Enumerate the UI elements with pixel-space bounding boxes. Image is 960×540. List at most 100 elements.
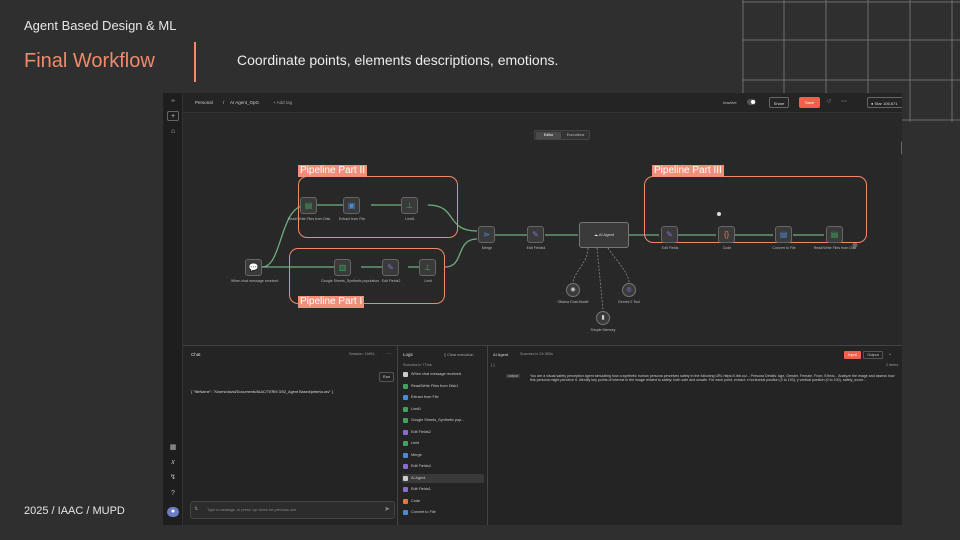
log-node-icon	[403, 510, 408, 515]
star-count: 106,671	[883, 101, 898, 106]
log-item[interactable]: Edit Fields4	[402, 462, 484, 471]
active-toggle[interactable]	[747, 99, 756, 105]
chat-more-icon[interactable]: ⋯	[386, 351, 391, 357]
breadcrumb-owner[interactable]: Personal	[195, 100, 213, 105]
insights-icon[interactable]: ↯	[170, 474, 176, 481]
node-edit-fields4[interactable]: ✎	[527, 226, 544, 243]
log-item-label: Edit Fields1	[411, 487, 431, 491]
node-label-convert: Convert to File	[772, 246, 796, 250]
view-tabs: Editor Executions	[534, 130, 590, 140]
variables-icon[interactable]: 𝑥	[171, 459, 175, 466]
chevron-down-icon[interactable]: ⌄	[888, 351, 893, 357]
star-label: Star	[874, 101, 882, 106]
node-label-read-write-2: Read/Write Files from Disk	[813, 246, 857, 250]
chat-history-icon[interactable]: ⇅	[194, 506, 199, 512]
output-json-icon[interactable]: { }	[491, 363, 495, 367]
node-code[interactable]: {}	[718, 226, 735, 243]
group-pipeline-part-iii	[644, 176, 867, 243]
pencil-icon: ✎	[666, 230, 673, 239]
title-divider	[194, 42, 196, 82]
chat-input[interactable]: ⇅ Type a message, or press 'up' arrow fo…	[190, 501, 395, 519]
node-label-limit: Limit	[424, 279, 432, 283]
tab-executions[interactable]: Executions	[566, 133, 585, 137]
node-ollama-chat-model[interactable]: ◉	[566, 283, 580, 297]
save-button[interactable]: Save	[799, 97, 820, 108]
add-icon[interactable]: +	[167, 111, 179, 121]
node-convert-to-file[interactable]: ▤	[775, 226, 792, 243]
log-item-label: Limit1	[411, 406, 422, 411]
user-avatar[interactable]: ●	[167, 507, 179, 517]
log-item[interactable]: Merge	[402, 451, 484, 460]
node-limit[interactable]: ⊥	[419, 259, 436, 276]
log-item[interactable]: AI Agent	[402, 473, 484, 483]
add-tag-link[interactable]: + Add tag	[273, 100, 293, 105]
input-toggle[interactable]: Input	[844, 351, 861, 359]
workflow-canvas[interactable]: Editor Executions + Pipeline Part II Pip…	[183, 113, 902, 360]
node-merge[interactable]: ⋗	[478, 226, 495, 243]
group-label-pipeline-part-i: Pipeline Part I	[298, 296, 365, 308]
log-item[interactable]: Extract from File	[402, 393, 484, 402]
memory-icon: ▮	[601, 315, 605, 321]
send-icon[interactable]: ➤	[384, 506, 390, 513]
chat-panel: Chat Session: 1bf94... ⋯ Run { "fileName…	[183, 345, 398, 525]
node-label-edit-fields: Edit Fields	[661, 246, 679, 250]
node-read-write-files-2[interactable]: ▤	[826, 226, 843, 243]
output-field-name: output	[506, 374, 520, 378]
logs-title: Logs	[403, 352, 413, 357]
node-simple-memory[interactable]: ▮	[596, 311, 610, 325]
output-status: Success in 24.363s	[520, 352, 553, 356]
logs-summary: Success in 77ms	[403, 363, 432, 367]
log-item[interactable]: Limit	[402, 439, 484, 448]
more-options-icon[interactable]: ⋯	[841, 99, 847, 105]
chat-title: Chat	[191, 352, 201, 357]
node-edit-fields2[interactable]: ✎	[382, 259, 399, 276]
node-chat-trigger[interactable]: 💬	[245, 259, 262, 276]
node-label-extract: Extract from File	[338, 217, 366, 221]
chat-session: Session: 1bf94...	[349, 352, 378, 356]
slide-subtitle: Coordinate points, elements descriptions…	[237, 52, 559, 68]
gemini-icon: ◎	[626, 287, 632, 293]
n8n-editor-window: ∞ + ⌂ ▦ 𝑥 ↯ ? ● Personal / AI Agent_OpG …	[163, 93, 902, 525]
output-toggle[interactable]: Output	[863, 351, 883, 359]
log-item[interactable]: Read/Write Files from Disk1	[402, 382, 484, 391]
log-node-icon	[403, 383, 408, 389]
log-item[interactable]: Code	[402, 497, 484, 506]
clear-execution-button[interactable]: ▯ Clear execution	[444, 352, 474, 357]
node-google-sheets[interactable]: ▥	[334, 259, 351, 276]
templates-icon[interactable]: ▦	[169, 444, 177, 451]
share-button[interactable]: Share	[769, 97, 789, 108]
github-star-button[interactable]: ● Star 106,671	[867, 97, 902, 108]
log-item[interactable]: Convert to File	[402, 508, 484, 517]
add-node-button[interactable]: +	[901, 141, 902, 155]
output-text: You are a visual safety perception agent…	[530, 374, 895, 383]
node-edit-fields[interactable]: ✎	[661, 226, 678, 243]
log-item[interactable]: Edit Fields2	[402, 428, 484, 437]
node-gemini-tool[interactable]: ◎	[622, 283, 636, 297]
group-label-pipeline-part-iii: Pipeline Part III	[652, 165, 724, 177]
workflow-name[interactable]: AI Agent_OpG	[230, 100, 260, 105]
node-ai-agent[interactable]: ☁ AI Agent	[579, 222, 629, 248]
logs-panel: Logs ▯ Clear execution Success in 77ms W…	[398, 345, 488, 525]
group-pipeline-part-i	[289, 248, 445, 304]
history-icon[interactable]: ↺	[826, 99, 832, 105]
log-item-label: Read/Write Files from Disk1	[411, 383, 459, 388]
log-item-label: Extract from File	[411, 395, 439, 399]
log-item-label: Google Sheets_Synthetic pop...	[411, 418, 465, 422]
log-item[interactable]: Limit1	[402, 405, 484, 414]
output-node-name: AI Agent	[493, 352, 509, 357]
log-node-icon	[403, 406, 408, 412]
chat-run-button[interactable]: Run	[379, 372, 394, 382]
help-icon[interactable]: ?	[171, 490, 175, 497]
log-item[interactable]: Google Sheets_Synthetic pop...	[402, 416, 484, 425]
node-extract-from-file[interactable]: ▣	[343, 197, 360, 214]
log-node-icon	[403, 418, 408, 423]
active-toggle-label: Inactive	[723, 100, 737, 105]
ollama-icon: ◉	[570, 287, 576, 293]
log-item[interactable]: When chat message received	[402, 370, 484, 379]
log-node-icon	[403, 452, 408, 458]
tab-editor[interactable]: Editor	[536, 132, 561, 139]
node-limit1[interactable]: ⊥	[401, 197, 418, 214]
home-icon[interactable]: ⌂	[170, 128, 176, 135]
log-item[interactable]: Edit Fields1	[402, 485, 484, 494]
node-read-write-files-1[interactable]: ▤	[300, 197, 317, 214]
